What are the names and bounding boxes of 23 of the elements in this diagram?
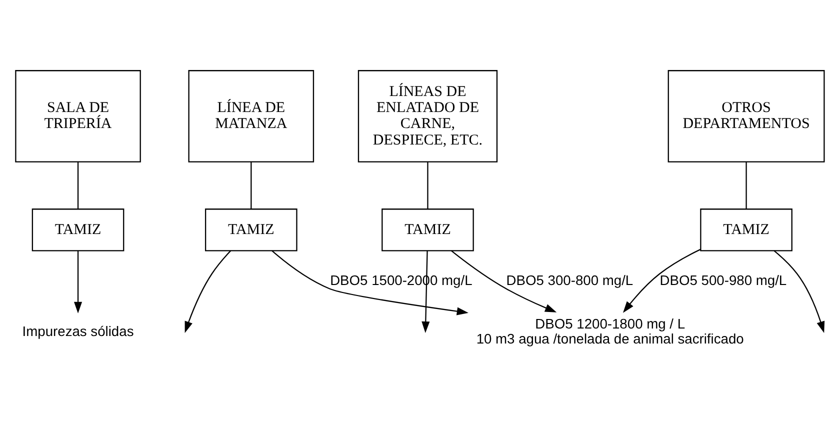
connector [250,162,252,209]
arrow [272,250,468,315]
node-box: TAMIZ [382,208,474,251]
node-box: TAMIZ [204,208,298,251]
connector [427,162,428,209]
node-text: Impurezas sólidas [22,322,134,339]
connector [746,162,747,209]
edge-label: DBO5 500-980 mg/L [660,271,787,288]
node-box: OTROS DEPARTAMENTOS [668,70,825,162]
arrow [74,250,82,313]
node-box: TAMIZ [700,208,792,251]
node-box: LÍNEAS DE ENLATADO DE CARNE, DESPIECE, ETC. [358,70,498,162]
node-text: DBO5 1200-1800 mg / L 10 m3 agua /tonelada de animal sacrificado [476,315,744,346]
arrow [622,248,701,312]
node-box: TAMIZ [32,208,124,251]
arrow [422,250,430,333]
edge-label: DBO5 300-800 mg/L [506,271,634,288]
node-box: SALA DE TRIPERÍA [15,70,141,162]
node-box: LÍNEA DE MATANZA [188,70,314,162]
connector [77,162,79,209]
arrow [451,250,557,312]
arrow [184,250,232,332]
arrow [774,250,825,333]
